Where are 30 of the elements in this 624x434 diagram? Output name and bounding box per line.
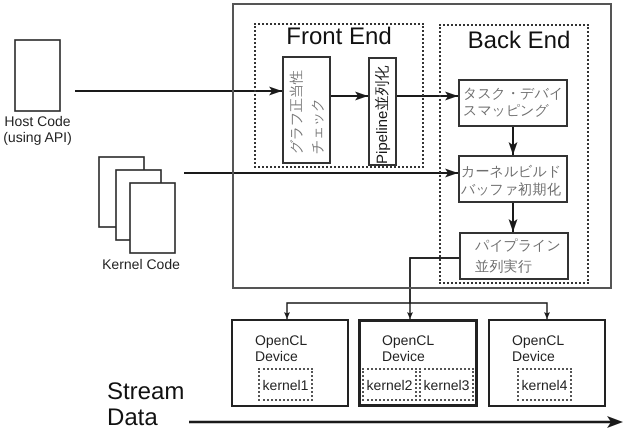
- arrow: [184, 168, 458, 178]
- device-box: [231, 319, 349, 407]
- arrow: [397, 92, 458, 100]
- kernel-box: kernel2: [362, 368, 417, 401]
- process-box: パイプライン並列実行: [459, 232, 569, 280]
- device-label: OpenCL Device: [512, 332, 565, 364]
- node-label: Host Code (using API): [2, 113, 73, 145]
- device-box: [358, 319, 478, 407]
- kernel-box: kernel4: [517, 368, 572, 401]
- kernel-box: kernel1: [258, 368, 313, 401]
- group-box: [439, 24, 589, 284]
- arrow: [508, 203, 518, 232]
- group-title: Back End: [468, 28, 570, 54]
- process-box: Pipeline並列化: [368, 57, 397, 166]
- arrow: [409, 257, 550, 319]
- arrow: [75, 86, 282, 96]
- process-box: グラフ正当性チェック: [282, 56, 331, 164]
- process-box: タスク・デバイスマッピング: [458, 79, 568, 127]
- arrow: [331, 92, 368, 100]
- container-box: [232, 3, 612, 289]
- device-label: OpenCL Device: [255, 332, 308, 364]
- node-label: Kernel Code: [102, 256, 180, 272]
- kernel-box: kernel3: [419, 368, 474, 401]
- stream-label: Stream Data: [107, 379, 186, 431]
- device-label: OpenCL Device: [382, 332, 435, 364]
- device-box: [488, 319, 606, 407]
- group-title: Front End: [286, 24, 392, 50]
- group-box: [254, 23, 424, 168]
- arrow: [508, 127, 518, 155]
- process-box: カーネルビルド バッファ初期化: [458, 155, 568, 203]
